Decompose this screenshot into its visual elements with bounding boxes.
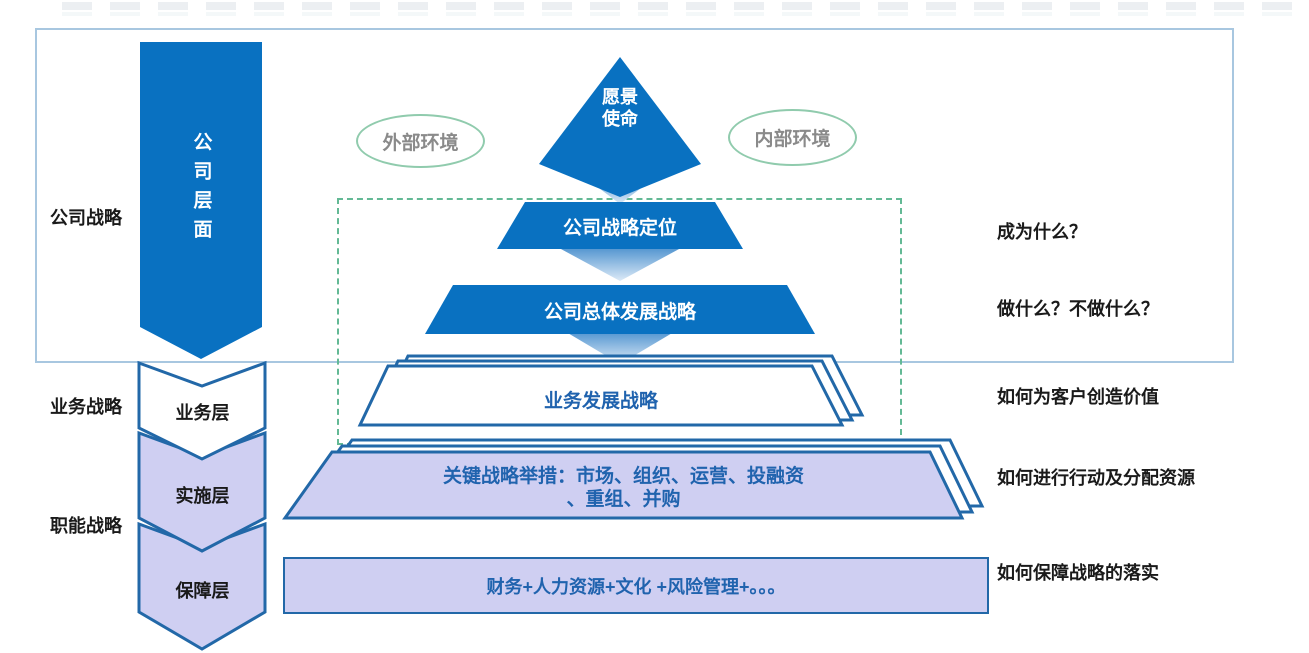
question-become-what: 成为什么？ [997,222,1087,242]
overall-strategy-trapezoid [425,285,815,334]
corporate-positioning-trapezoid [497,202,743,249]
internal-environment-label: 内部环境 [754,129,831,150]
overall-strategy-label: 公司总体发展战略 [543,302,696,323]
left-label-functional-strategy: 职能战略 [50,516,122,536]
down-arrow-icon [556,326,684,364]
cropped-text-artifact-bottom [62,12,1309,16]
cropped-text-artifact-top [62,2,1309,10]
left-label-business-strategy: 业务战略 [50,397,122,417]
key-initiatives-label: 关键战略举措：市场、组织、运营、投融资 、重组、并购 [442,466,804,510]
vision-mission-pyramid [539,57,701,197]
internal-environment-ellipse: 内部环境 [728,109,857,166]
question-customer-value: 如何为客户创造价值 [997,387,1159,407]
business-layer-chevron [137,360,267,461]
guarantee-layer-label: 保障层 [175,581,230,601]
external-environment-label: 外部环境 [382,132,459,154]
guarantee-measures-box: 财务+人力资源+文化 +风险管理+。。。 [283,557,989,614]
key-initiatives-trapezoid [282,450,965,520]
corporate-positioning-label: 公司战略定位 [562,218,677,239]
left-label-corporate-strategy: 公司战略 [50,208,122,228]
down-arrow-icon [548,242,692,281]
question-ensure-implementation: 如何保障战略的落实 [997,563,1159,583]
business-strategy-label: 业务发展战略 [543,391,658,412]
question-actions-resources: 如何进行行动及分配资源 [997,468,1195,488]
business-strategy-trapezoid [357,364,845,427]
business-layer-label: 业务层 [175,403,230,423]
guarantee-measures-label: 财务+人力资源+文化 +风险管理+。。。 [486,576,786,597]
vision-mission-label: 愿景 使命 [602,87,638,129]
company-level-arrow-label: 公司层面 [190,131,212,248]
question-do-what: 做什么？不做什么？ [997,299,1159,319]
company-level-arrow [140,42,262,359]
external-environment-ellipse: 外部环境 [356,114,485,168]
implementation-layer-label: 实施层 [175,486,230,506]
